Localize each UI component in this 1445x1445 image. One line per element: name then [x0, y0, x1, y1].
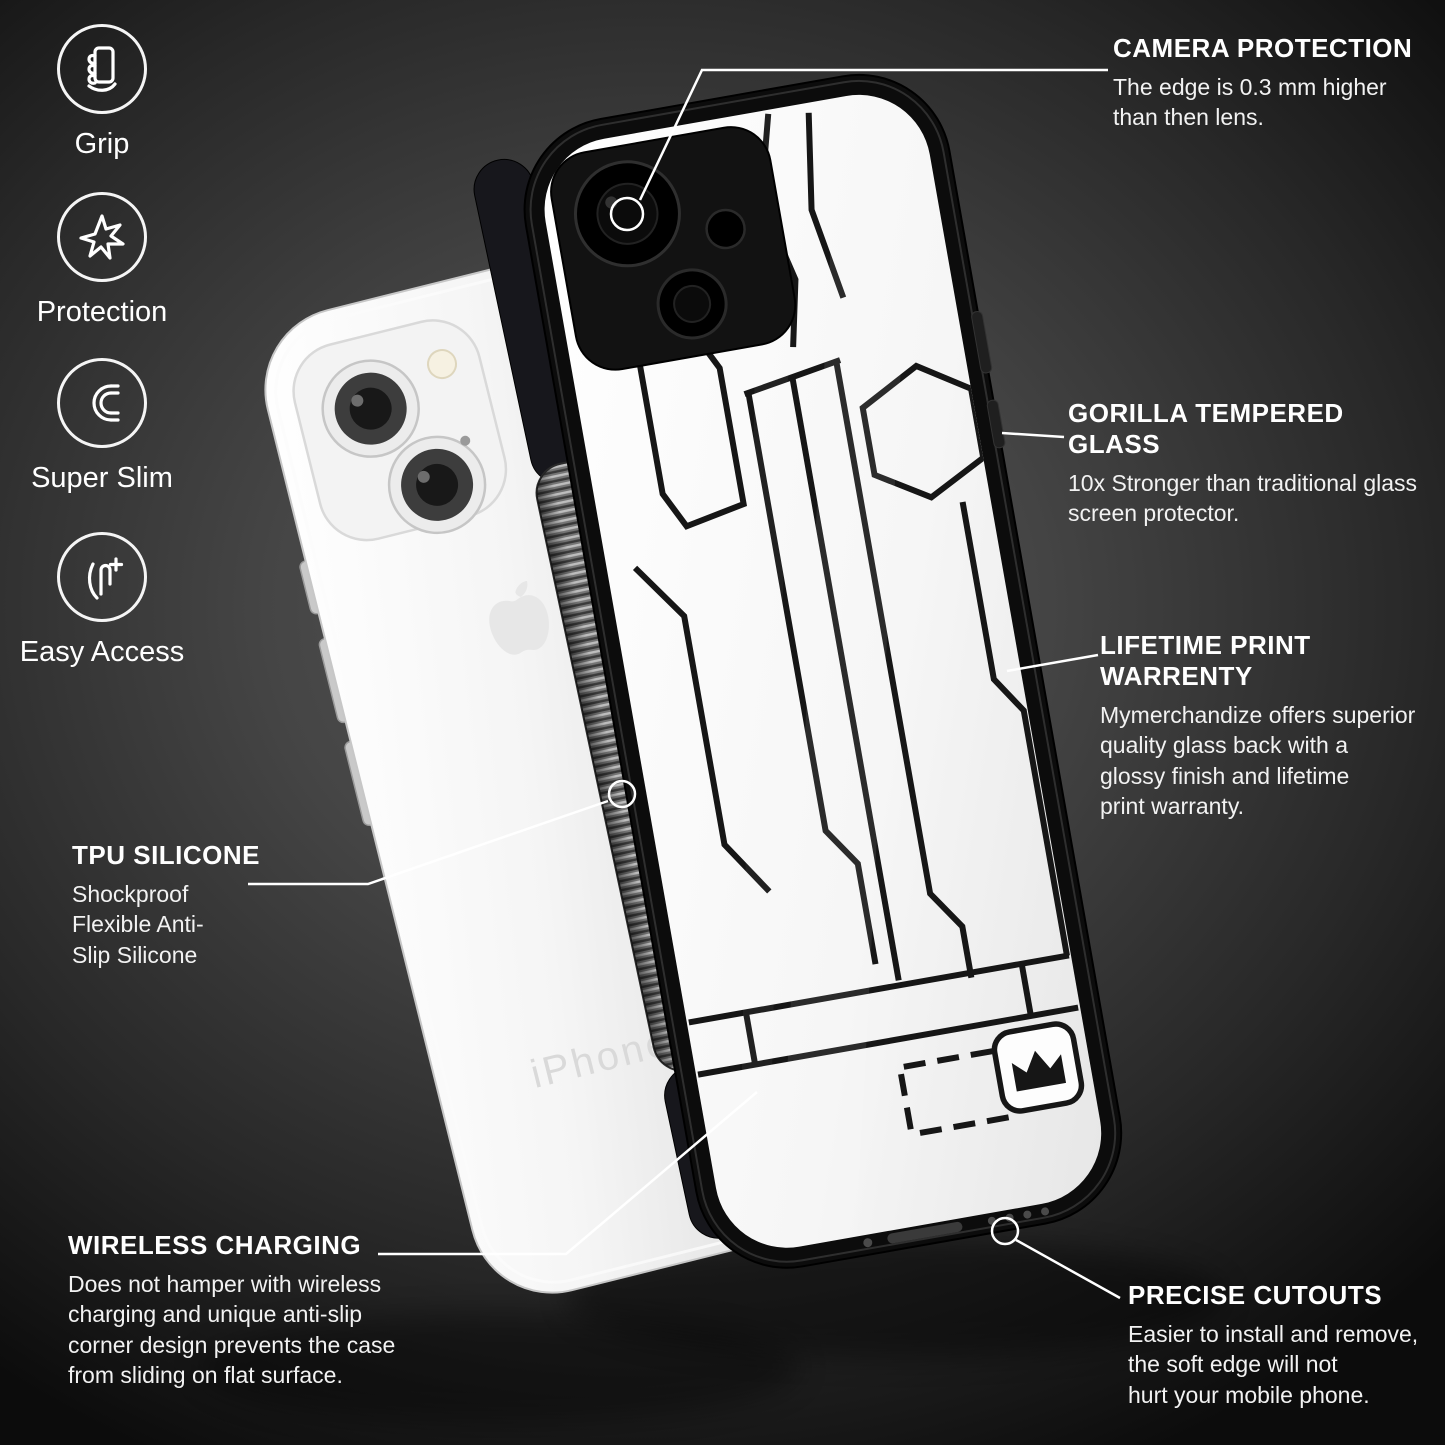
- iphone-camera-module: [292, 319, 508, 542]
- pattern-line: [745, 392, 879, 965]
- iphone-lens-top: [321, 359, 420, 458]
- callout-lifetime-print: LIFETIME PRINT WARRENTY Mymerchandize of…: [1100, 630, 1445, 821]
- pattern-dashed-box: [897, 1047, 1017, 1137]
- case-bumper-highlight: [529, 79, 1117, 1263]
- pattern-line: [697, 1004, 1079, 1078]
- callout-title: TPU SILICONE: [72, 840, 261, 870]
- callout-precise-cutouts: PRECISE CUTOUTS Easier to install and re…: [1128, 1280, 1438, 1410]
- lifetime-print-line: [1006, 653, 1099, 673]
- pattern-line: [1018, 963, 1034, 1017]
- precise-cutouts-line: [1015, 1238, 1121, 1300]
- callout-description: Shockproof Flexible Anti- Slip Silicone: [72, 881, 204, 968]
- camera-hole-small: [705, 208, 746, 250]
- feature-protection: Protection: [14, 192, 190, 329]
- grip-icon: [57, 24, 147, 114]
- case-power-button: [971, 311, 993, 374]
- precise-cutouts-marker: [990, 1216, 1020, 1246]
- feature-easy-access: Easy Access: [14, 532, 190, 669]
- callout-wireless-charging: WIRELESS CHARGING Does not hamper with w…: [68, 1230, 428, 1390]
- callout-camera-protection: CAMERA PROTECTION The edge is 0.3 mm hig…: [1113, 33, 1443, 133]
- feature-super-slim: Super Slim: [14, 358, 190, 495]
- speaker-hole: [1023, 1210, 1032, 1219]
- tpu-silicone-marker: [607, 779, 637, 809]
- camera-protection-marker: [609, 196, 645, 232]
- pattern-line: [833, 361, 975, 979]
- protection-icon: [57, 192, 147, 282]
- case-geometric-pattern: [632, 83, 1085, 1258]
- pattern-line: [789, 377, 902, 981]
- callout-description: 10x Stronger than traditional glass scre…: [1068, 470, 1418, 527]
- callout-title: CAMERA PROTECTION: [1113, 33, 1413, 63]
- screw-hole: [863, 1238, 873, 1248]
- gorilla-glass-line: [1001, 431, 1065, 439]
- camera-cutout-cover: [550, 126, 797, 371]
- phone-shadow: [200, 1313, 800, 1423]
- callout-description: Does not hamper with wireless charging a…: [68, 1271, 396, 1389]
- pattern-line: [632, 565, 772, 894]
- callout-description: The edge is 0.3 mm higher than then lens…: [1113, 74, 1387, 131]
- wireless-charging-line: [378, 1091, 758, 1256]
- case-side-button: [986, 399, 1006, 449]
- pattern-line: [688, 952, 1070, 1026]
- camera-protection-line: [638, 68, 1108, 201]
- speaker-hole: [1041, 1207, 1050, 1216]
- feature-label: Easy Access: [19, 636, 185, 668]
- feature-label: Super Slim: [31, 462, 173, 494]
- rear-mic: [460, 435, 471, 446]
- charging-port-cutout: [887, 1221, 963, 1244]
- apple-logo: [489, 580, 549, 655]
- callout-tpu-silicone: TPU SILICONE Shockproof Flexible Anti- S…: [72, 840, 322, 970]
- super-slim-icon: [57, 358, 147, 448]
- callout-title: LIFETIME PRINT WARRENTY: [1100, 630, 1311, 691]
- pattern-line: [743, 357, 842, 398]
- callout-description: Mymerchandize offers superior quality gl…: [1100, 702, 1416, 820]
- callout-title: PRECISE CUTOUTS: [1128, 1280, 1383, 1310]
- feature-label: Protection: [36, 296, 168, 328]
- glass-glare: [738, 105, 795, 1258]
- callout-description: Easier to install and remove, the soft e…: [1128, 1321, 1419, 1408]
- iphone-lens-bottom: [387, 435, 487, 535]
- case-back: [523, 73, 1123, 1269]
- brand-logo: [991, 1021, 1085, 1114]
- feature-grip: Grip: [14, 24, 190, 161]
- pattern-line: [742, 1011, 759, 1066]
- callout-gorilla-glass: GORILLA TEMPERED GLASS 10x Stronger than…: [1068, 398, 1443, 529]
- pattern-line: [959, 501, 1070, 957]
- flash-led: [427, 349, 458, 380]
- glass-glare: [777, 83, 916, 1251]
- case-shadow: [565, 1238, 1225, 1358]
- tpu-silicone-line: [248, 799, 609, 886]
- callout-lines: [248, 68, 1121, 1300]
- callout-title: WIRELESS CHARGING: [68, 1230, 362, 1260]
- pattern-line: [805, 112, 847, 299]
- callout-title: GORILLA TEMPERED GLASS: [1068, 398, 1344, 459]
- feature-label: Grip: [74, 128, 130, 160]
- easy-access-icon: [57, 532, 147, 622]
